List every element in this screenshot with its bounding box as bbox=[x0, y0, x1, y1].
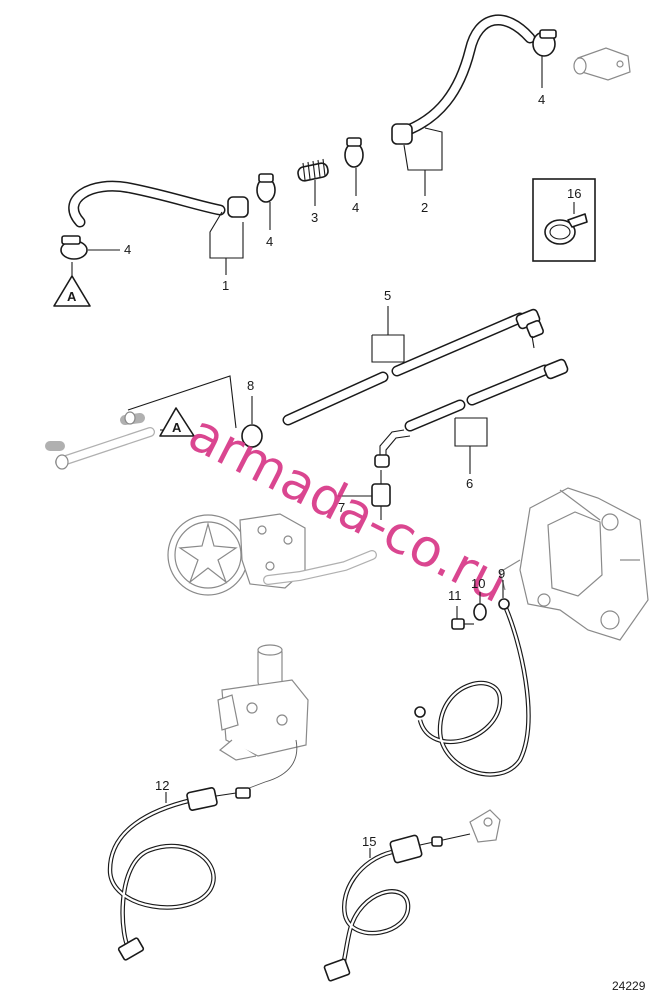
callout-4-b: 4 bbox=[352, 200, 359, 215]
actuator-motor-unit bbox=[217, 644, 309, 791]
reference-marker-a-top: A bbox=[53, 262, 91, 307]
wiring-harness-12: 12 bbox=[107, 778, 251, 961]
leader-lines-top bbox=[88, 56, 543, 275]
engine-bracket bbox=[499, 487, 649, 641]
callout-5: 5 bbox=[384, 288, 391, 303]
hose-clamp-4c bbox=[60, 235, 88, 260]
callout-7: 7 bbox=[338, 500, 345, 515]
hose-assembly-top bbox=[60, 14, 631, 260]
hose-connector-right bbox=[391, 123, 413, 145]
pipe-6: 6 bbox=[374, 358, 569, 491]
washer-10: 10 bbox=[471, 576, 487, 621]
callout-4-d: 4 bbox=[538, 92, 545, 107]
svg-text:A: A bbox=[67, 289, 77, 304]
figure-number: 24229 bbox=[612, 979, 646, 993]
hose-clamp-4a bbox=[256, 173, 276, 203]
inset-box-16: 16 bbox=[532, 178, 596, 262]
callout-4-c: 4 bbox=[124, 242, 131, 257]
hose-clamp-4d bbox=[532, 29, 557, 57]
hose-clamp-4b bbox=[344, 137, 364, 168]
callout-2: 2 bbox=[421, 200, 428, 215]
callout-11: 11 bbox=[448, 588, 462, 603]
svg-text:A: A bbox=[172, 420, 182, 435]
callout-1: 1 bbox=[222, 278, 229, 293]
ground-cable-9: 9 bbox=[414, 566, 531, 777]
cooling-pipe-ghost bbox=[45, 375, 237, 470]
outlet-fitting bbox=[573, 47, 631, 81]
bolt-11: 11 bbox=[448, 588, 474, 630]
callout-3: 3 bbox=[311, 210, 318, 225]
spring-3 bbox=[297, 158, 329, 182]
wiring-harness-15: 15 bbox=[323, 809, 501, 982]
callout-4-a: 4 bbox=[266, 234, 273, 249]
sleeve-7: 7 bbox=[338, 470, 391, 520]
power-steering-pump bbox=[167, 513, 377, 596]
pipe-5: 5 bbox=[282, 288, 545, 426]
callout-16: 16 bbox=[567, 186, 581, 201]
callout-10: 10 bbox=[471, 576, 485, 591]
callout-6: 6 bbox=[466, 476, 473, 491]
reference-marker-a-mid: A bbox=[159, 407, 195, 437]
clamp-8: 8 bbox=[241, 378, 263, 448]
hose-connector-left bbox=[227, 196, 249, 218]
callout-12: 12 bbox=[155, 778, 169, 793]
callout-15: 15 bbox=[362, 834, 376, 849]
callout-9: 9 bbox=[498, 566, 505, 581]
callout-8: 8 bbox=[247, 378, 254, 393]
